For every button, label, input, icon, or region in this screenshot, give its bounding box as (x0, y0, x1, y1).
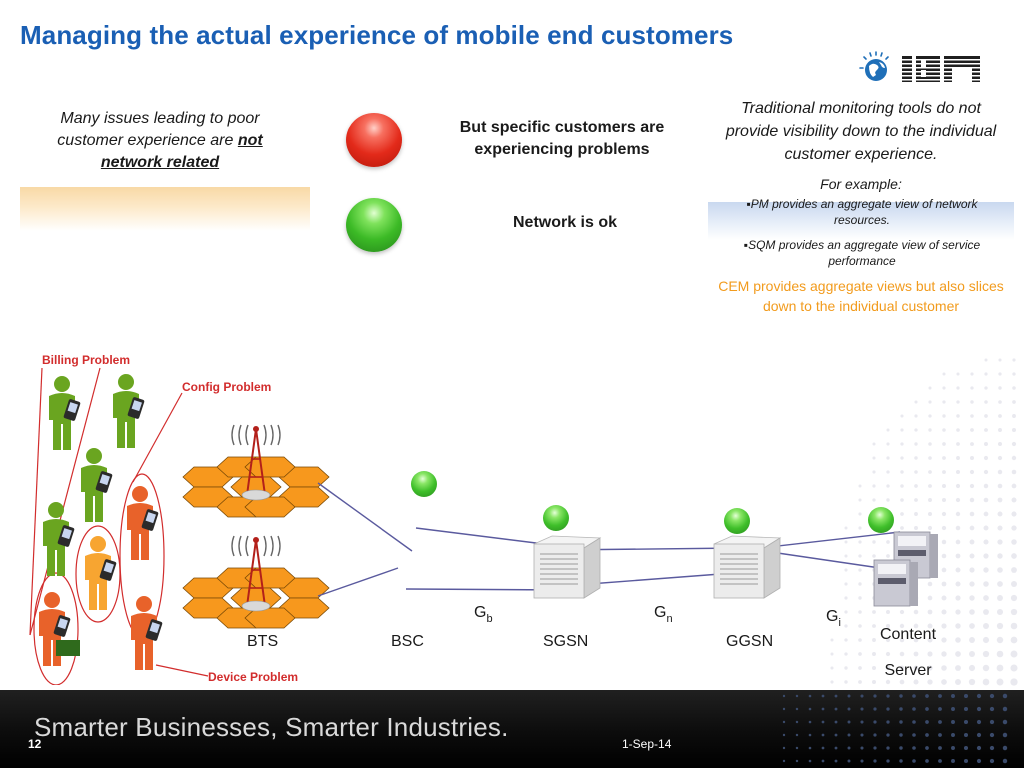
bullet-sqm: ▪SQM provides an aggregate view of servi… (720, 237, 1004, 269)
left-highlight-band (20, 187, 310, 231)
network-ok-text: Network is ok (512, 214, 618, 231)
ibm-logo (859, 51, 980, 82)
gi-interface-label: Gi (826, 608, 841, 629)
gb-base: G (474, 604, 487, 621)
footer-bar (0, 690, 1024, 768)
right-panel-intro: Traditional monitoring tools do not prov… (725, 100, 997, 163)
footer-dot-pattern (782, 693, 1008, 764)
customer-figures (39, 374, 163, 670)
bts-cluster-top (182, 424, 330, 518)
left-panel-lead: Many issues leading to poor customer exp… (57, 110, 260, 149)
bts-cluster-bottom (182, 535, 330, 629)
sgsn-label: SGSN (543, 633, 589, 650)
right-highlight-band (708, 202, 1014, 240)
customer-person-icon (127, 486, 159, 560)
bullet-sqm-text: SQM provides an aggregate view of servic… (748, 238, 981, 268)
left-panel-text: Many issues leading to poor customer exp… (30, 108, 290, 174)
customer-person-icon (113, 374, 145, 448)
content-server-icon (873, 531, 938, 607)
bullet-square-icon: ▪ (743, 238, 749, 252)
gb-sub: b (486, 613, 493, 625)
customer-person-icon (81, 448, 113, 522)
device-problem-label: Device Problem (208, 670, 299, 684)
config-problem-label: Config Problem (182, 380, 272, 394)
sgsn-server-icon (533, 535, 602, 599)
green-status-light-icon (346, 198, 402, 252)
cem-note: CEM provides aggregate views but also sl… (718, 278, 1004, 314)
gi-sub: i (838, 617, 841, 629)
cell-site-clusters (182, 424, 330, 629)
bsc-label: BSC (391, 633, 424, 650)
ggsn-status-ok-icon (724, 508, 750, 534)
customer-person-icon (131, 596, 163, 670)
laptop-icon (56, 640, 80, 656)
ggsn-label: GGSN (726, 633, 774, 650)
billing-problem-label: Billing Problem (42, 353, 131, 367)
problem-annotation-lines (29, 367, 209, 685)
red-status-light-icon (346, 113, 402, 167)
bullet-pm: ▪PM provides an aggregate view of networ… (720, 196, 1004, 228)
sgsn-status-ok-icon (543, 505, 569, 531)
customer-person-icon (49, 376, 81, 450)
footer-date: 1-Sep-14 (622, 737, 672, 751)
customer-person-icon (85, 536, 117, 610)
network-diagram (29, 367, 938, 685)
bsc-status-ok-icon (411, 471, 437, 497)
ggsn-server-icon (713, 535, 782, 599)
gn-sub: n (666, 613, 673, 625)
gb-interface-label: Gb (474, 604, 493, 625)
gn-base: G (654, 604, 667, 621)
left-panel-emphasis: not network related (100, 132, 263, 171)
for-example-label: For example: (820, 176, 902, 192)
page-number: 12 (28, 737, 42, 751)
globe-icon (859, 51, 889, 81)
bts-label: BTS (247, 633, 279, 650)
customer-person-icon (43, 502, 75, 576)
cell-tower-icon (231, 424, 281, 501)
customer-problem-text: But specific customers are experiencing … (459, 119, 665, 158)
content-server-status-ok-icon (868, 507, 894, 533)
cell-tower-icon (231, 535, 281, 612)
gi-base: G (826, 608, 839, 625)
gn-interface-label: Gn (654, 604, 673, 625)
footer-tagline: Smarter Businesses, Smarter Industries. (34, 712, 509, 742)
content-server-label: Content Server (879, 626, 937, 679)
slide-title: Managing the actual experience of mobile… (20, 20, 734, 50)
network-links (317, 482, 901, 597)
bullet-square-icon: ▪ (746, 197, 751, 211)
bullet-pm-text: PM provides an aggregate view of network… (750, 197, 978, 227)
